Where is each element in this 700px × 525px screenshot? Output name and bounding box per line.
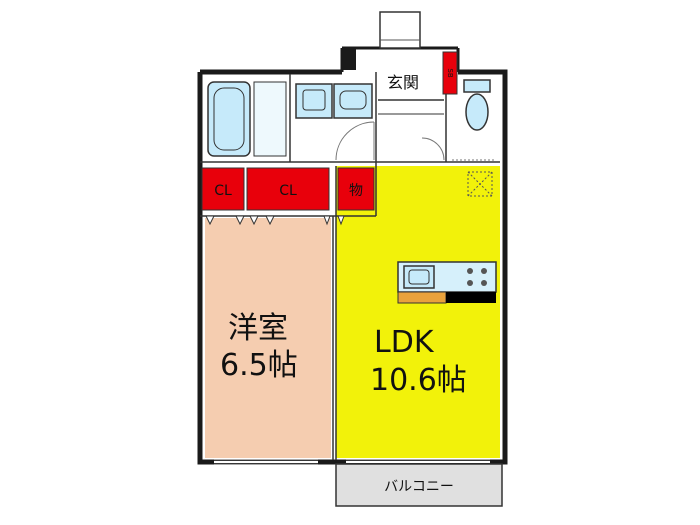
balcony — [335, 463, 503, 507]
balcony-label: バルコニー — [384, 479, 454, 495]
ldk-size: 10.6帖 — [370, 363, 467, 398]
bathtub-icon — [207, 81, 251, 157]
closet-left — [201, 167, 245, 211]
bedroom-name: 洋室 — [228, 311, 288, 346]
ldk-name: LDK — [374, 325, 435, 360]
washroom-door-swing — [335, 121, 375, 161]
bedroom-size: 6.5帖 — [220, 348, 298, 383]
entrance-column — [342, 48, 356, 70]
ldk-floor — [336, 166, 500, 458]
storage — [337, 167, 375, 211]
stove-icon — [467, 268, 487, 286]
closet-center-label: CL — [279, 183, 297, 199]
closet-left-label: CL — [214, 183, 232, 199]
bedroom-floor — [205, 218, 331, 458]
interior-walls — [200, 72, 500, 460]
washbasin-icon — [333, 83, 373, 119]
shoe-box — [442, 51, 458, 95]
closet-door-markers — [205, 215, 345, 226]
front-door[interactable] — [379, 11, 421, 49]
kitchen-sink-icon — [403, 265, 435, 289]
shoe-box-label: SB — [446, 68, 454, 77]
shower-area — [253, 81, 287, 157]
refrigerator-space-icon — [467, 171, 493, 197]
toilet-icon — [463, 79, 491, 131]
entrance-door-swing — [421, 137, 445, 161]
entrance-floor — [378, 52, 444, 160]
entrance-label: 玄関 — [387, 73, 419, 92]
storage-label: 物 — [349, 183, 363, 199]
closet-center — [246, 167, 330, 211]
washing-machine-icon — [295, 83, 333, 119]
outer-walls — [197, 69, 508, 465]
